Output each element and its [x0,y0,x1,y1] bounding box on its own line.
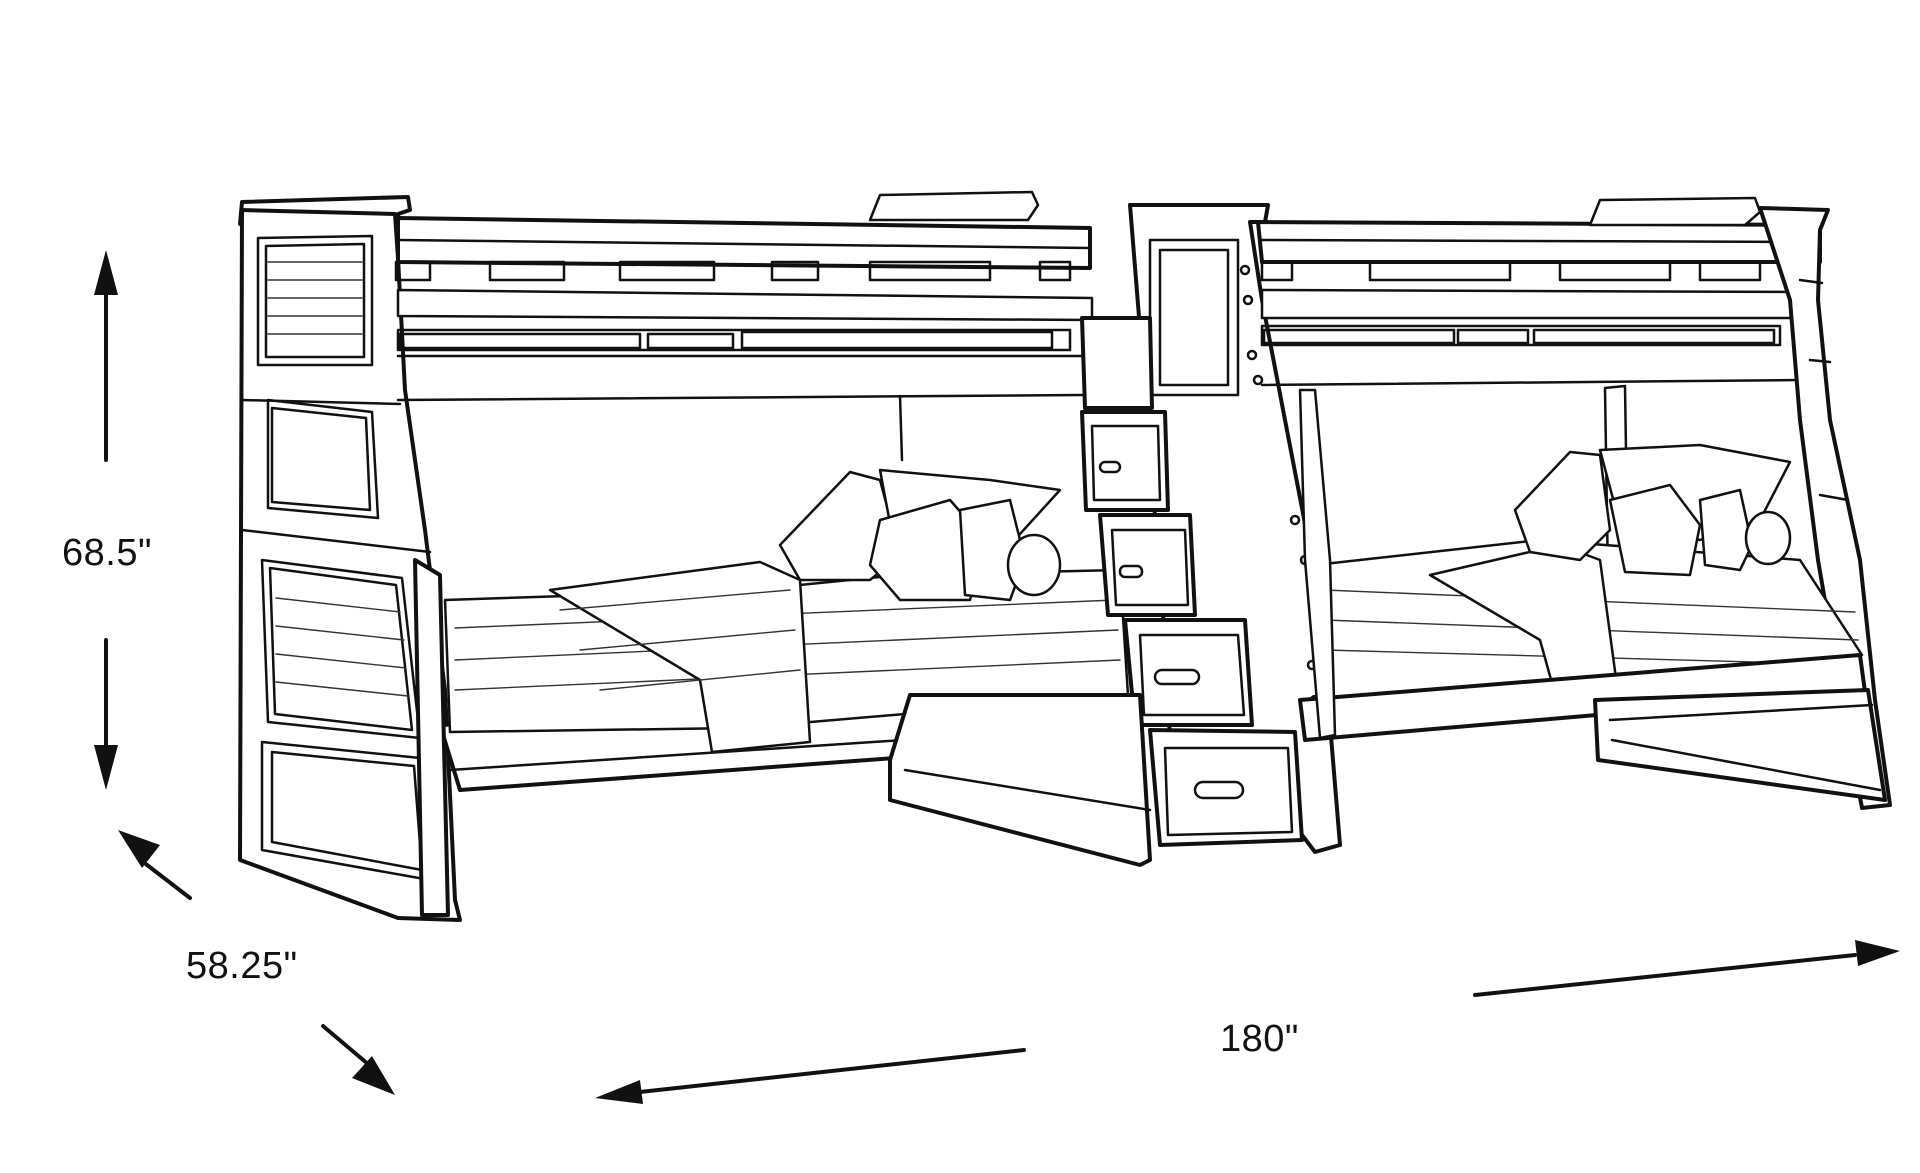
right-bunk [1256,196,1892,810]
left-bunk [238,190,1142,922]
depth-dimension-label: 58.25" [186,945,298,987]
width-arrow [595,940,1900,1104]
staircase [888,203,1342,867]
width-dimension-label: 180" [1220,1018,1299,1060]
height-arrow [94,250,118,790]
depth-arrow [118,830,395,1095]
height-dimension-label: 68.5" [62,532,152,574]
